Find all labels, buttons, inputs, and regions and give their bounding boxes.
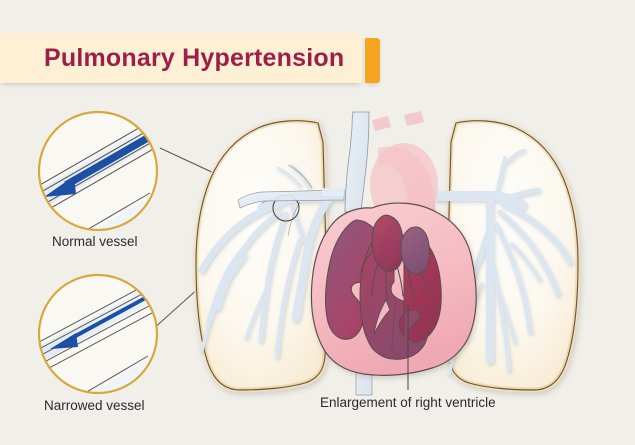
papillary-muscle bbox=[373, 298, 391, 335]
vessel-fleck-a bbox=[372, 116, 391, 131]
interventricular-septum bbox=[391, 299, 397, 353]
vessel-fleck-b bbox=[404, 111, 424, 126]
valve-leaflet-b bbox=[400, 226, 430, 275]
normal-vessel-label: Normal vessel bbox=[52, 234, 138, 249]
flow-arrow-icon-normal bbox=[44, 128, 157, 197]
title-banner-accent-tab bbox=[365, 38, 380, 83]
chordae-tendineae bbox=[359, 251, 431, 301]
heart-enlargement-label: Enlargement of right ventricle bbox=[320, 395, 496, 410]
page-title: Pulmonary Hypertension bbox=[44, 44, 345, 72]
narrowed-vessel-circle-border bbox=[37, 273, 159, 395]
title-banner bbox=[0, 33, 362, 83]
valve-leaflet-a bbox=[371, 214, 404, 272]
normal-vessel-circle-border bbox=[37, 110, 159, 232]
narrowed-vessel-label: Narrowed vessel bbox=[44, 398, 145, 413]
heart bbox=[310, 202, 477, 376]
